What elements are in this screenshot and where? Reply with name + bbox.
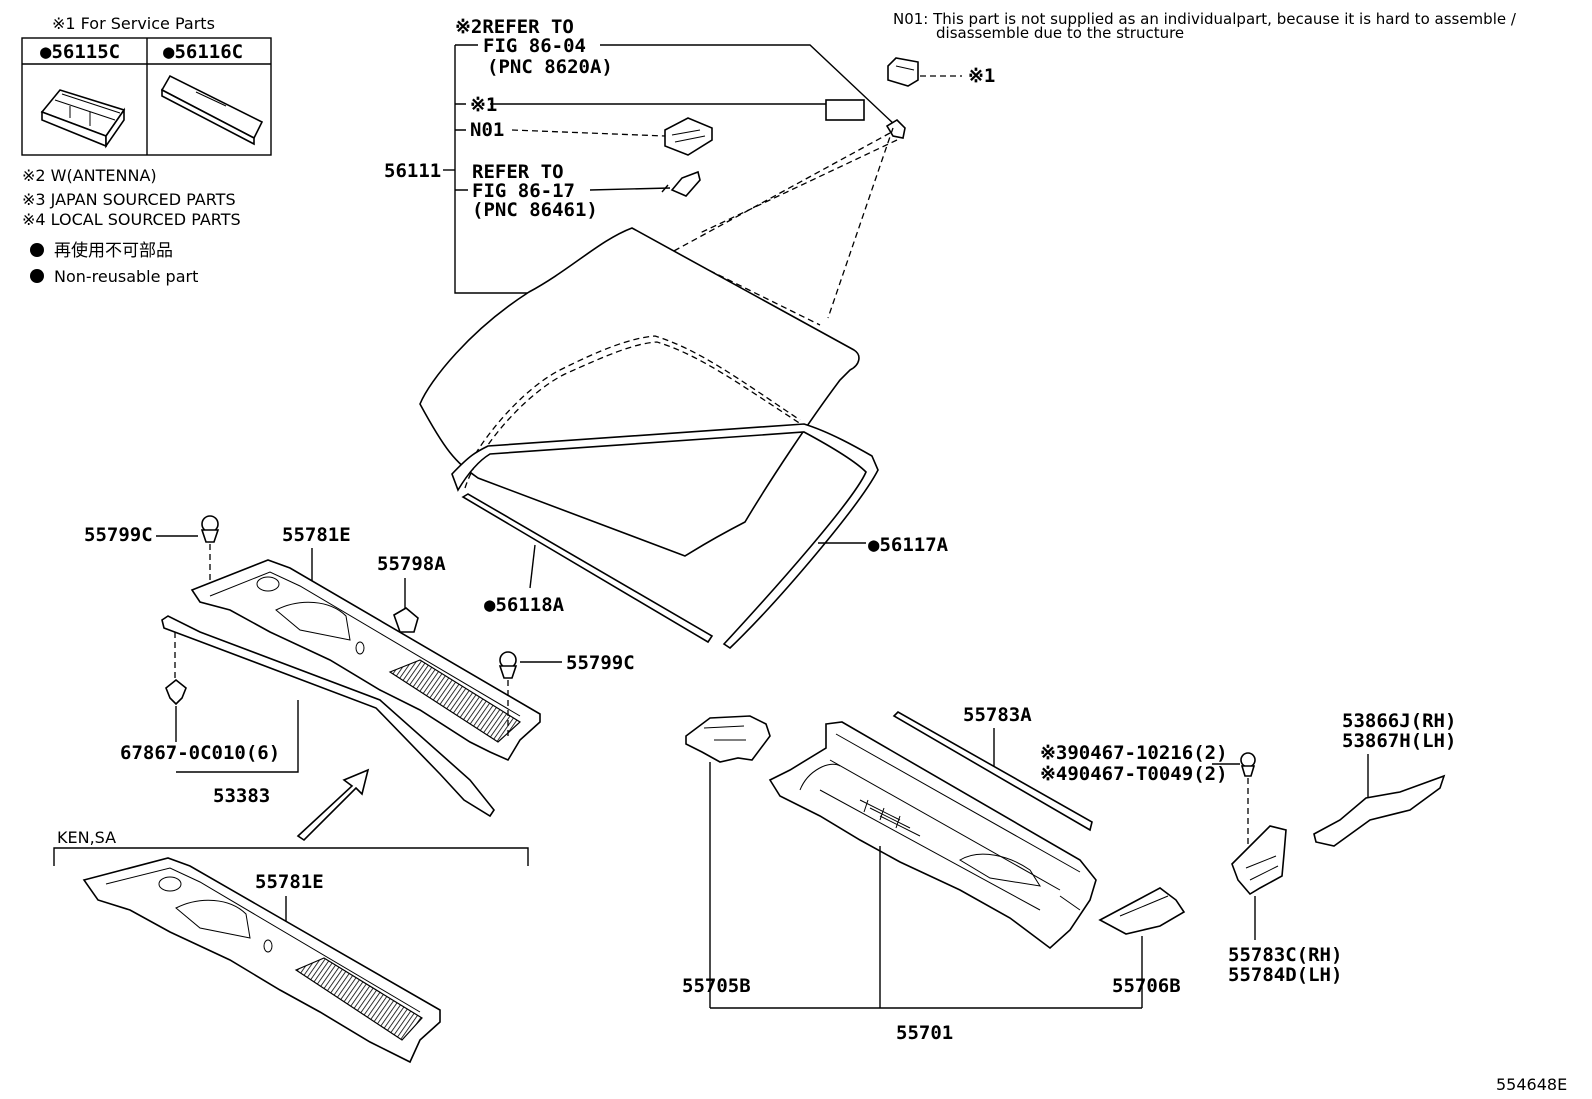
- part-number-56117A: ●56117A: [868, 534, 949, 556]
- ref-pnc-86461: (PNC 86461): [472, 199, 598, 221]
- figure-id: 554648E: [1496, 1075, 1567, 1094]
- part-number-53867H: 53867H(LH): [1342, 730, 1456, 752]
- part-number-55798A: 55798A: [377, 553, 446, 575]
- seal-55783A: [892, 711, 1093, 832]
- molding-56117A: [451, 423, 879, 650]
- part-number-55705B: 55705B: [682, 975, 751, 997]
- ref-fig-86-04: FIG 86-04: [483, 35, 586, 57]
- louver-55781E-upper: [190, 559, 541, 762]
- n01-note-line1: N01: This part is not supplied as an ind…: [893, 10, 1517, 28]
- seal-53383: [161, 615, 495, 818]
- mirror-bracket-part: [885, 118, 906, 139]
- ref-pnc-8620a: (PNC 8620A): [487, 56, 613, 78]
- cowl-top-ventilator-louver-group: 55799C 55781E 55798A 55799C: [53, 515, 635, 1064]
- n01-note-line2: disassemble due to the structure: [936, 24, 1184, 42]
- clip-67867: [165, 678, 187, 706]
- seal-55783C: [1231, 825, 1287, 896]
- louver-55781E-lower: [82, 857, 441, 1064]
- nonreusable-bullet-icon: [30, 269, 44, 283]
- top-clip-service-mark: ※1: [968, 65, 995, 87]
- clip-90467: [1240, 752, 1256, 777]
- part-number-53866J: 53866J(RH): [1342, 710, 1456, 732]
- direction-arrow-icon: [296, 768, 370, 842]
- n01-bracket-part: [664, 117, 713, 156]
- ref-service-mark: ※1: [470, 94, 497, 116]
- note-japan-sourced: ※3 JAPAN SOURCED PARTS: [22, 190, 236, 209]
- service-part-56116C: ●56116C: [163, 41, 243, 63]
- part-number-67867-0C010: 67867-0C010(6): [120, 742, 280, 764]
- cowl-panel-55701: [768, 721, 1097, 950]
- seal-53866J: [1313, 774, 1446, 847]
- part-number-55706B: 55706B: [1112, 975, 1181, 997]
- part-number-90467-10216: ※390467-10216(2): [1040, 742, 1228, 764]
- nonreusable-label-en: Non-reusable part: [54, 267, 198, 286]
- part-number-55781E-bottom: 55781E: [255, 871, 324, 893]
- part-number-55781E-top: 55781E: [282, 524, 351, 546]
- ref-fig-86-17: FIG 86-17: [472, 180, 575, 202]
- part-number-56111: 56111: [384, 160, 441, 182]
- part-number-55701: 55701: [896, 1022, 953, 1044]
- clip-55799C-right: [498, 651, 518, 679]
- note-local-sourced: ※4 LOCAL SOURCED PARTS: [22, 210, 241, 229]
- antenna-pad-part: [825, 99, 865, 121]
- clip-55798A: [393, 607, 419, 633]
- pad-56116C-drawing: [160, 74, 264, 146]
- part-number-56118A: ●56118A: [484, 594, 565, 616]
- molding-56118A: [461, 493, 714, 644]
- n01-note: N01: This part is not supplied as an ind…: [893, 10, 1517, 42]
- extension-55705B: [685, 715, 771, 763]
- note-antenna: ※2 W(ANTENNA): [22, 166, 157, 185]
- part-number-55799C-right: 55799C: [566, 652, 635, 674]
- part-number-55799C-left: 55799C: [84, 524, 153, 546]
- nonreusable-bullet-icon: [30, 243, 44, 257]
- ref-refer-to: REFER TO: [472, 161, 564, 183]
- part-number-55783A: 55783A: [963, 704, 1032, 726]
- part-number-55783C: 55783C(RH): [1228, 944, 1342, 966]
- windshield-reference-block: ※2REFER TO FIG 86-04 (PNC 8620A) ※1 N01 …: [384, 16, 995, 326]
- extension-55706B: [1098, 887, 1186, 935]
- fig-86-17-clip-part: [670, 170, 701, 197]
- clip-55799C-left: [200, 515, 220, 543]
- service-parts-note: ※1 For Service Parts: [52, 14, 215, 33]
- part-number-55784D: 55784D(LH): [1228, 964, 1342, 986]
- ref-n01-label: N01: [470, 119, 504, 141]
- service-part-56115C: ●56115C: [40, 41, 120, 63]
- cowl-panel-group: 55783A ※390467-10216(2) ※490467-T0049(2)…: [682, 704, 1456, 1044]
- top-clip-part: [887, 57, 919, 87]
- part-number-53383: 53383: [213, 785, 270, 807]
- ken-sa-variant-label: KEN,SA: [57, 828, 116, 847]
- legend: ※1 For Service Parts ●56115C ●56116C ※2 …: [21, 14, 272, 286]
- nonreusable-label-jp: 再使用不可部品: [54, 240, 173, 261]
- windshield-glass: [419, 227, 860, 557]
- clip-56115C-drawing: [40, 89, 126, 149]
- part-number-90467-T0049: ※490467-T0049(2): [1040, 763, 1228, 785]
- ref-antenna-label: ※2REFER TO: [455, 16, 574, 38]
